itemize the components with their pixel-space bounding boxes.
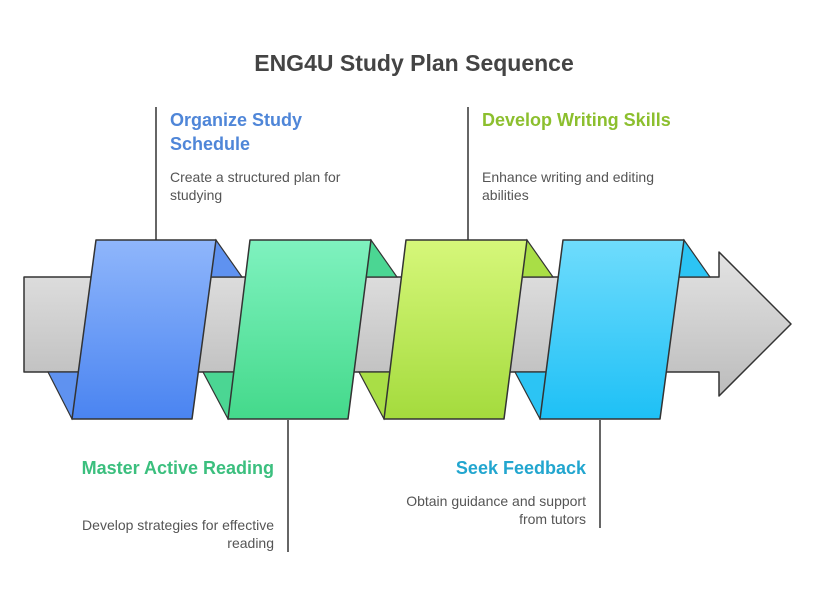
diagram-title: ENG4U Study Plan Sequence — [254, 50, 574, 76]
step-description-reading: Develop strategies for effective reading — [82, 517, 274, 551]
step-heading-feedback: Seek Feedback — [455, 458, 586, 478]
step-description-writing: Enhance writing and editing abilities — [482, 169, 655, 203]
step-description-feedback: Obtain guidance and support from tutors — [406, 493, 586, 527]
step-band-organize — [71, 239, 217, 420]
step-band-writing — [383, 239, 528, 420]
step-heading-organize: Organize Study Schedule — [170, 110, 303, 154]
step-heading-writing: Develop Writing Skills — [482, 110, 671, 130]
step-heading-reading: Master Active Reading — [81, 458, 274, 478]
step-description-organize: Create a structured plan for studying — [170, 169, 341, 203]
step-band-reading — [227, 239, 372, 420]
step-band-feedback — [539, 239, 685, 420]
